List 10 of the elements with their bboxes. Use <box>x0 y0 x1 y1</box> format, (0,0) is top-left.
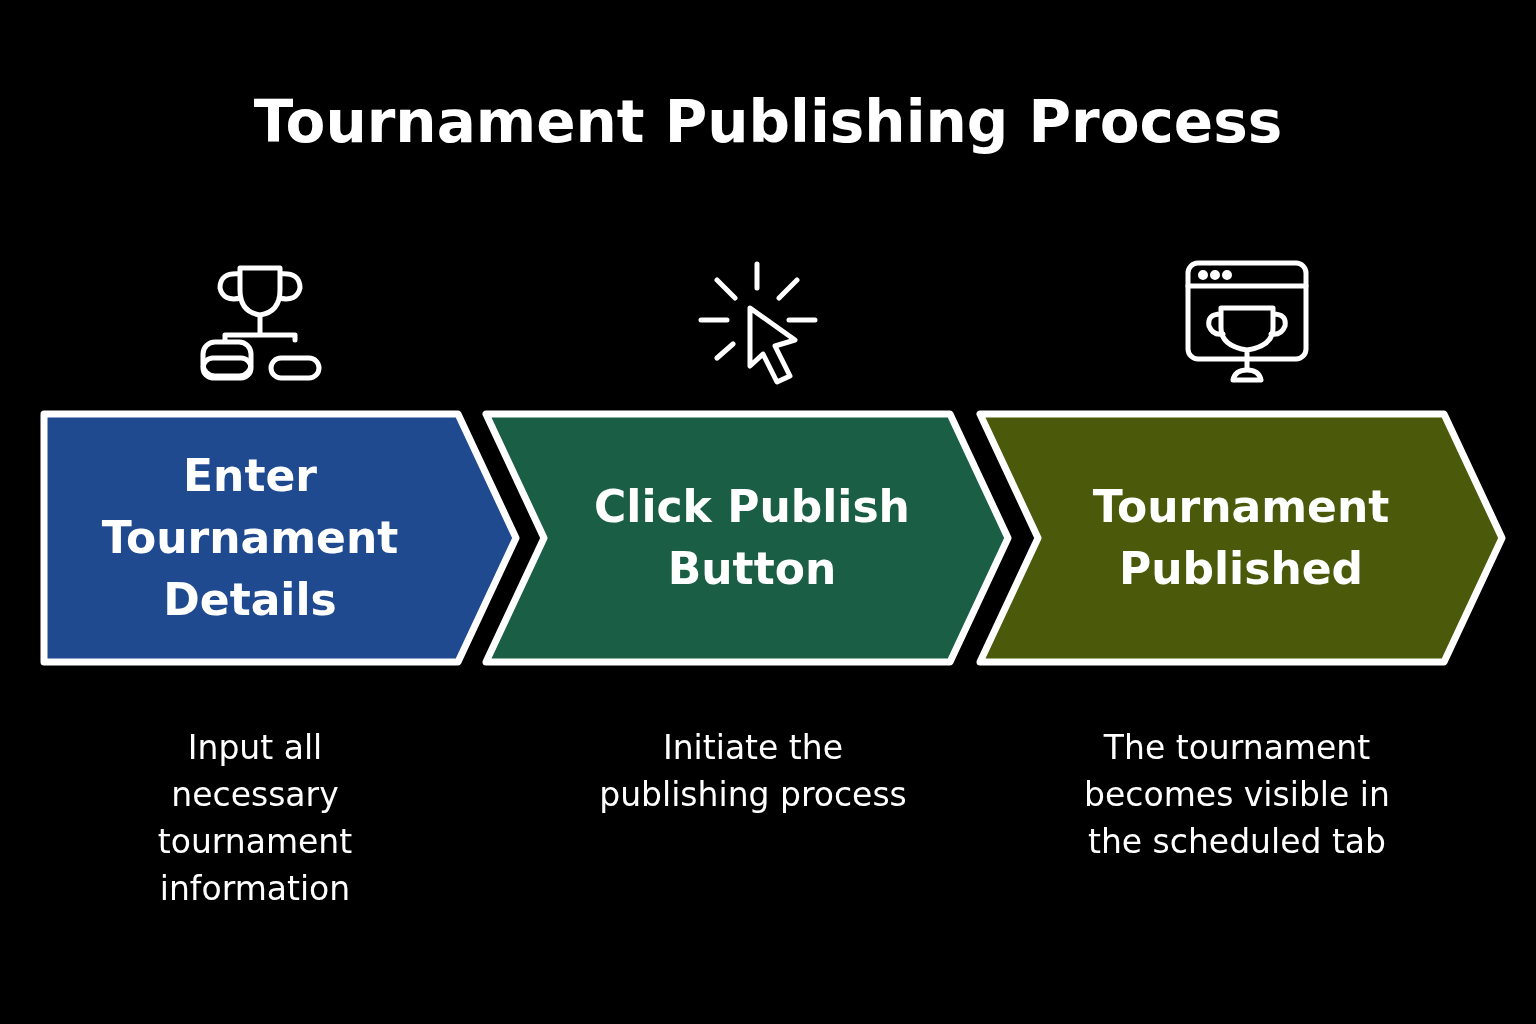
chevron-step <box>482 410 1012 666</box>
chevron-step <box>976 410 1506 666</box>
step-title: Enter Tournament Details <box>100 449 400 627</box>
step-description: Initiate the publishing process <box>598 727 908 816</box>
chevron-step <box>40 410 520 666</box>
diagram-title: Tournament Publishing Process <box>252 88 1284 156</box>
step-description: Input all necessary tournament information <box>156 727 354 910</box>
step-title: Click Publish Button <box>593 480 911 596</box>
step-title: Tournament Published <box>1091 480 1391 596</box>
step-description: The tournament becomes visible in the scheduled tab <box>1083 727 1391 863</box>
